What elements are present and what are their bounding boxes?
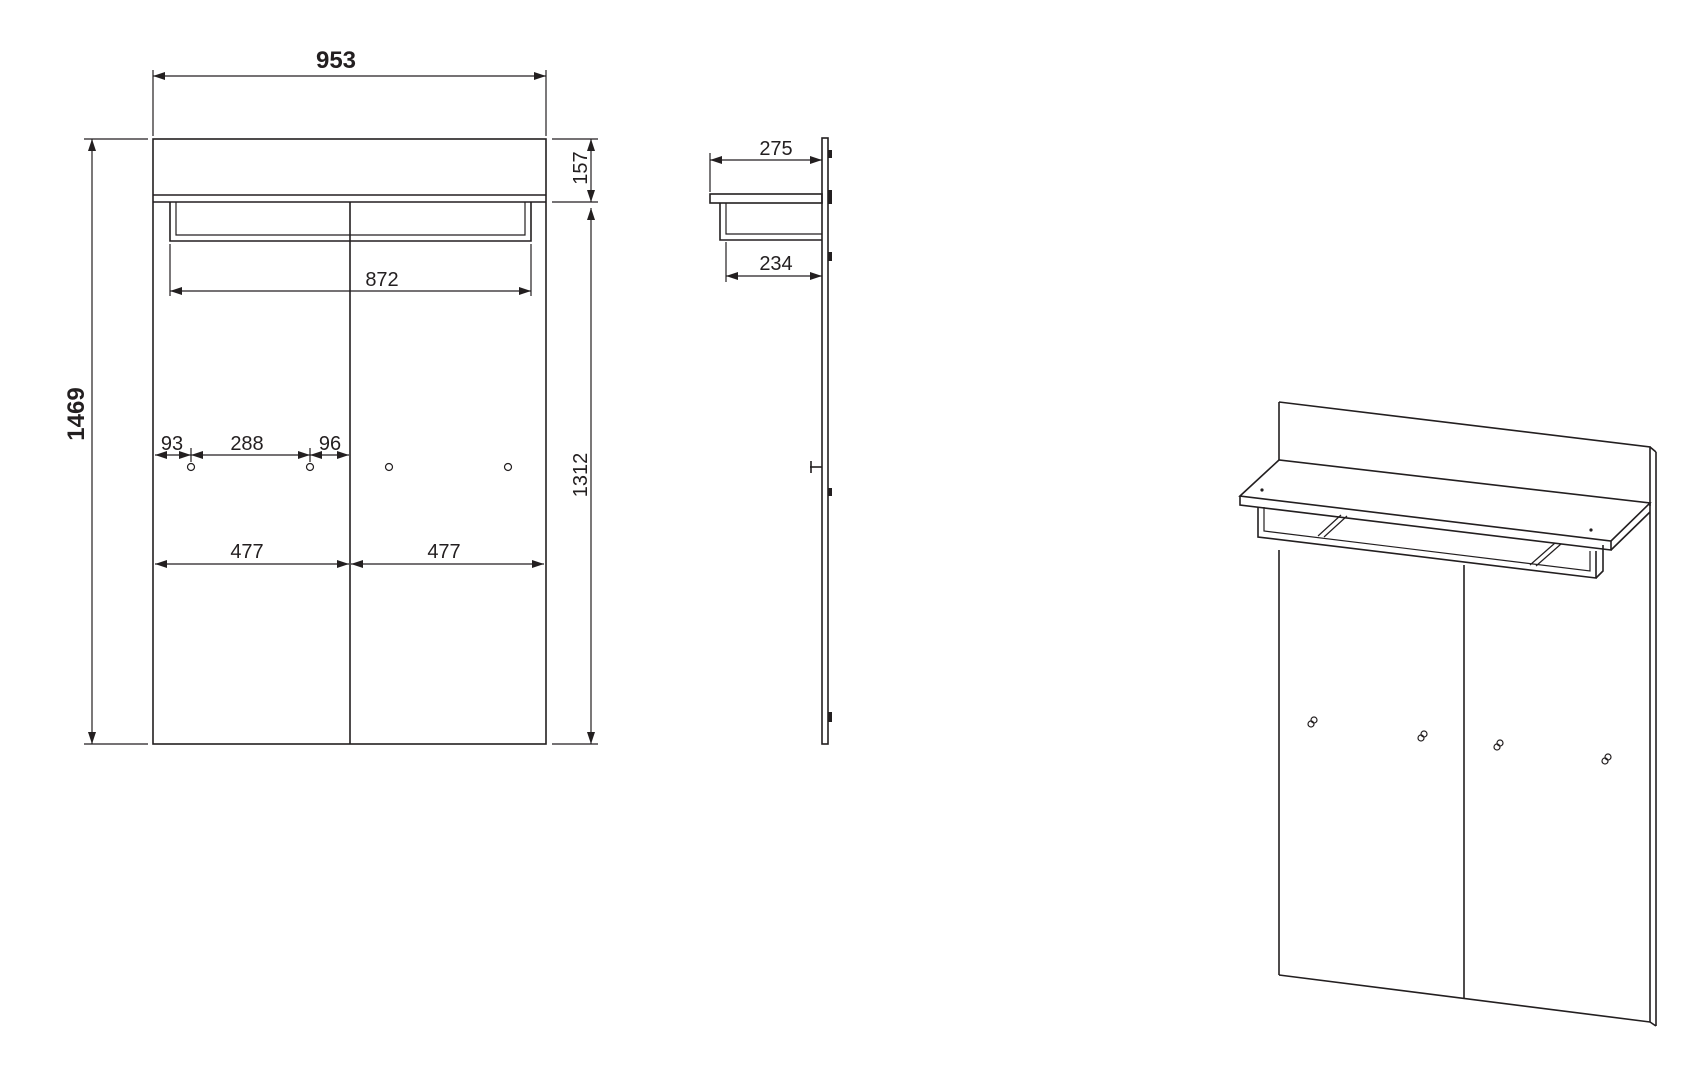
side-fitting (828, 488, 832, 496)
dim-shelf-depth: 275 (759, 138, 792, 160)
hook-2 (305, 462, 315, 472)
hook-4 (503, 462, 513, 472)
dim-half-width-left: 477 (230, 541, 263, 563)
iso-shelf-dot (1260, 488, 1264, 492)
hook-1 (186, 462, 196, 472)
iso-panel-bottom-corner (1649, 1021, 1657, 1027)
iso-shelf-side (1610, 511, 1651, 551)
iso-shelf-top (1238, 459, 1652, 542)
side-rail-inner (725, 203, 822, 235)
side-board (821, 137, 829, 745)
iso-rail-inner (1263, 507, 1591, 572)
side-rail (719, 203, 822, 241)
front-view: 953 1469 157 1312 872 93 288 96 477 477 (63, 47, 598, 745)
iso-rail-side (1595, 545, 1604, 579)
dim-half-width-right: 477 (427, 541, 460, 563)
iso-panel-bottom-edge (1278, 974, 1651, 1023)
hanging-rail-inner (175, 202, 526, 236)
dim-hook-spacing: 288 (230, 433, 263, 455)
side-fitting (828, 190, 832, 204)
side-shelf (709, 193, 823, 204)
side-fitting (828, 712, 832, 722)
iso-rail-front (1257, 507, 1597, 579)
hook-3 (384, 462, 394, 472)
dim-hook-offset-left: 93 (161, 433, 183, 455)
iso-shelf-front (1239, 496, 1612, 551)
iso-top-board (1278, 401, 1651, 506)
side-view: 275 234 (709, 137, 832, 745)
iso-hook-3 (1493, 739, 1504, 751)
iso-rail-brace (1529, 542, 1556, 566)
dim-hook-offset-right: 96 (319, 433, 341, 455)
side-fitting (828, 252, 832, 261)
dim-total-height: 1469 (63, 387, 90, 440)
iso-panel-thickness (1649, 446, 1657, 453)
iso-shelf-dot (1589, 528, 1593, 532)
dim-rail-depth: 234 (759, 253, 792, 275)
dim-total-width: 953 (316, 47, 356, 74)
iso-hook-2 (1417, 730, 1428, 742)
iso-rail-brace (1317, 514, 1342, 537)
iso-rail-brace (1323, 515, 1348, 538)
hanging-rail (169, 202, 532, 242)
dim-lower-panel-height: 1312 (570, 453, 592, 498)
iso-hook-4 (1601, 753, 1612, 765)
iso-rail-brace (1535, 543, 1562, 567)
dim-rail-width: 872 (365, 269, 398, 291)
side-fitting (828, 150, 832, 158)
isometric-view (1238, 401, 1657, 1027)
iso-hook-1 (1307, 716, 1318, 728)
dim-top-panel-height: 157 (570, 151, 592, 184)
